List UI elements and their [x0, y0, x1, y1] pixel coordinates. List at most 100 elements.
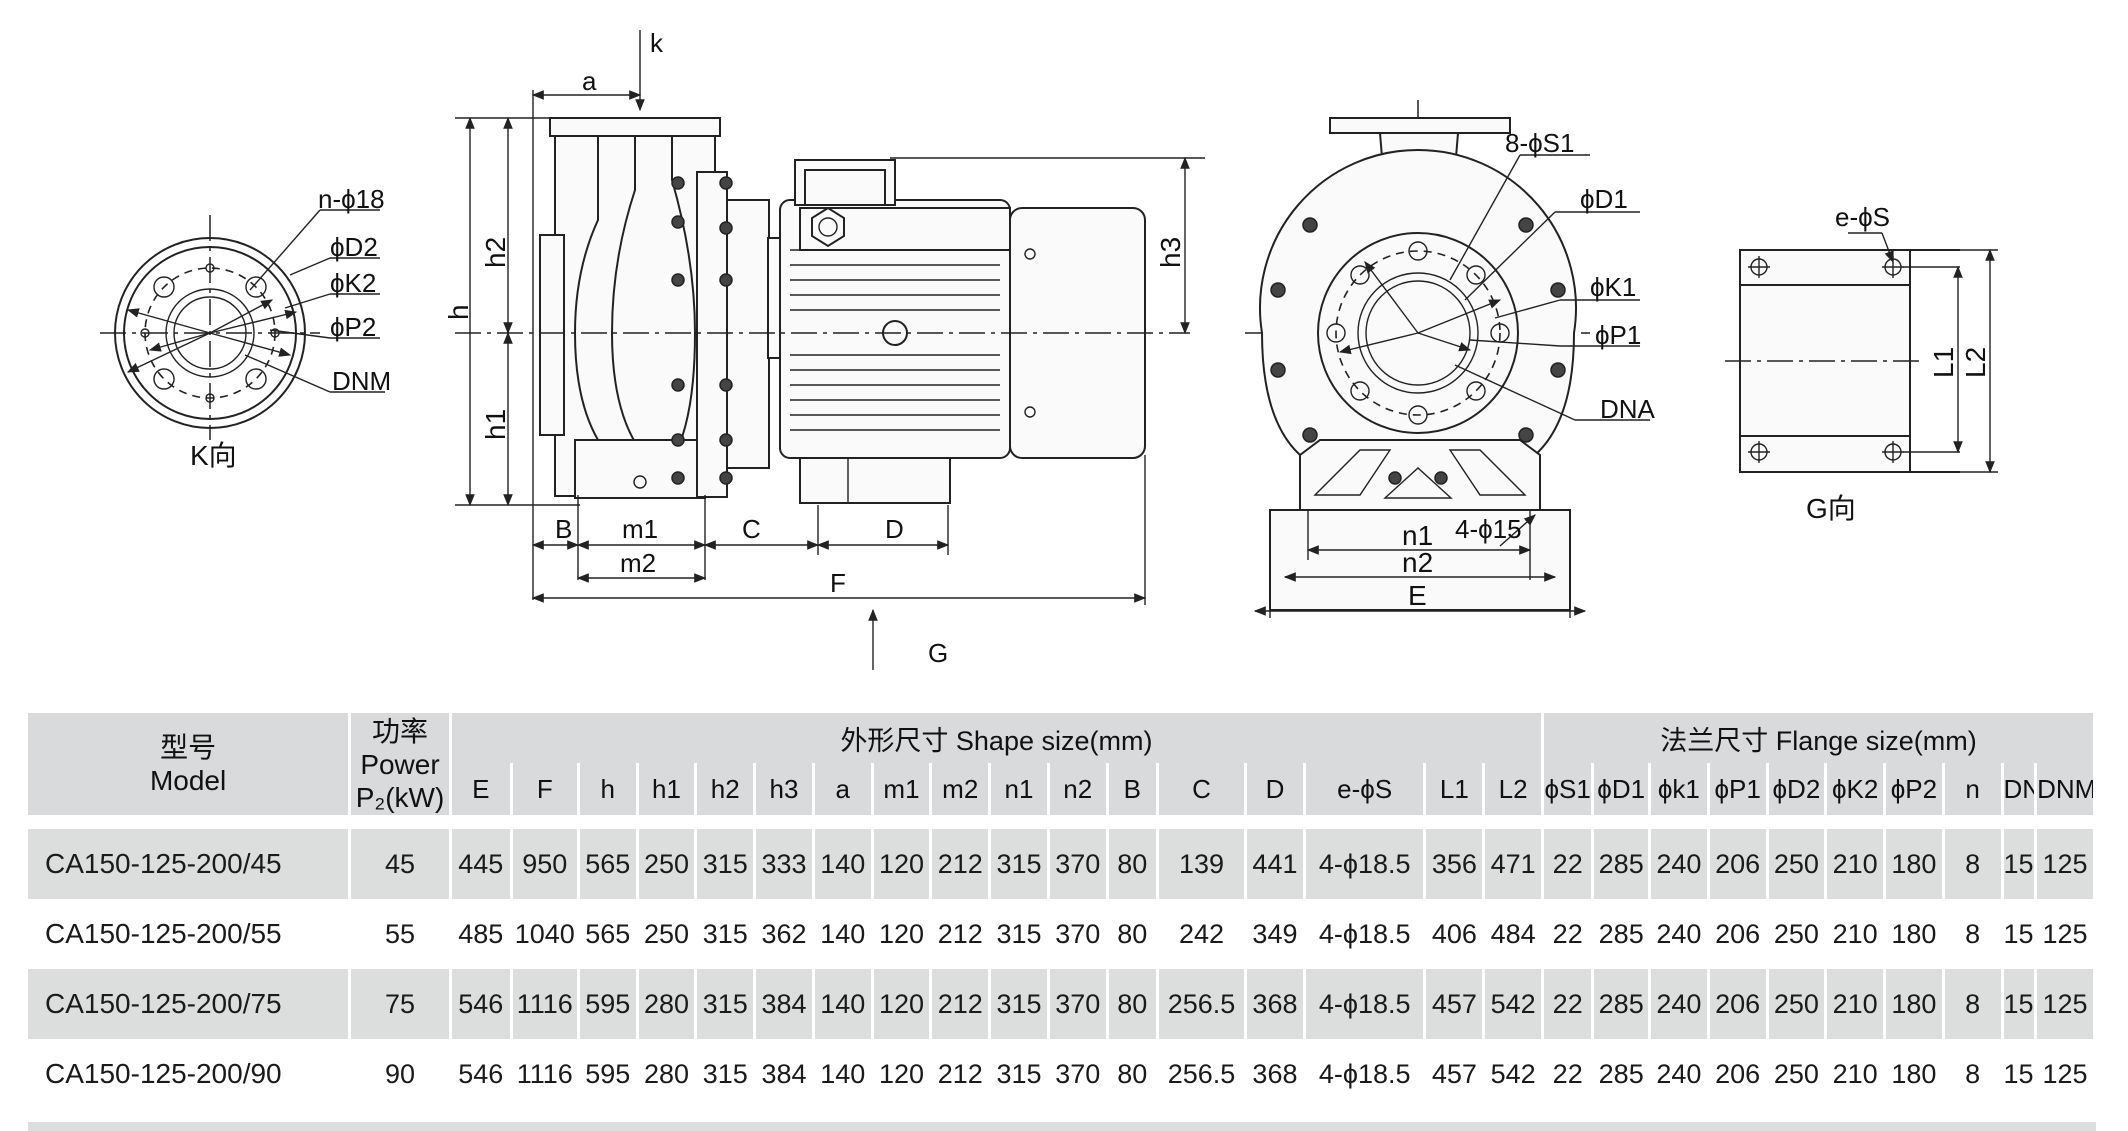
shape-col-header: C [1158, 763, 1248, 815]
front-base [1269, 439, 1571, 611]
flange-col-header: ϕD2 [1768, 763, 1828, 815]
dim-F-label: F [830, 568, 846, 598]
shape-value-cell: 370 [1049, 899, 1109, 969]
shape-value-cell: 212 [932, 969, 992, 1039]
shape-col-header: L1 [1426, 763, 1486, 815]
shape-col-header: D [1247, 763, 1306, 815]
power-header-en: Power [360, 748, 440, 780]
shape-value-cell: 140 [814, 899, 874, 969]
shape-value-cell: 4-ϕ18.5 [1305, 969, 1427, 1039]
pump-casing [539, 117, 721, 499]
shape-value-cell: 546 [451, 1039, 513, 1109]
dimension-spec-table: 型号 Model 功率 Power P₂(kW) 外形尺寸 Shape size… [28, 713, 2096, 1109]
flange-value-cell: 125 [2037, 899, 2096, 969]
flange-value-cell: 180 [1886, 1039, 1945, 1109]
shape-value-cell: 80 [1108, 1039, 1159, 1109]
shape-value-cell: 120 [873, 1039, 933, 1109]
flange-value-cell: 125 [2037, 829, 2096, 899]
flange-value-cell: 240 [1651, 829, 1710, 899]
shape-col-header: F [512, 763, 580, 815]
shape-value-cell: 542 [1485, 969, 1545, 1039]
dim-h3-label: h3 [1155, 237, 1186, 268]
model-cell: CA150-125-200/45 [28, 829, 352, 899]
shape-value-cell: 485 [451, 899, 513, 969]
shape-col-header: h1 [638, 763, 698, 815]
flange-value-cell: 210 [1827, 969, 1887, 1039]
dim-h1-label: h1 [480, 409, 511, 440]
flange-value-cell: 240 [1651, 1039, 1710, 1109]
front-view-dimensions [1253, 154, 1650, 618]
shape-col-header: n1 [991, 763, 1050, 815]
shape-value-cell: 256.5 [1158, 969, 1248, 1039]
shape-value-cell: 242 [1158, 899, 1248, 969]
shape-value-cell: 315 [991, 829, 1050, 899]
flange-value-cell: 210 [1827, 829, 1887, 899]
dim-m1-label: m1 [622, 514, 658, 544]
flange-value-cell: 150 [2003, 899, 2038, 969]
front-s1-label: 8-ϕS1 [1505, 128, 1574, 158]
shape-value-cell: 370 [1049, 1039, 1109, 1109]
flange-value-cell: 210 [1827, 1039, 1887, 1109]
k-k2-label: ϕK2 [330, 268, 376, 298]
shape-value-cell: 140 [814, 1039, 874, 1109]
shape-value-cell: 457 [1426, 969, 1486, 1039]
flange-col-header: ϕP1 [1709, 763, 1769, 815]
shape-value-cell: 457 [1426, 1039, 1486, 1109]
power-cell: 90 [351, 1039, 452, 1109]
flange-value-cell: 250 [1768, 829, 1828, 899]
flange-value-cell: 240 [1651, 899, 1710, 969]
shape-value-cell: 471 [1485, 829, 1545, 899]
flange-value-cell: 180 [1886, 829, 1945, 899]
flange-value-cell: 240 [1651, 969, 1710, 1039]
flange-col-header: ϕD1 [1594, 763, 1652, 815]
front-view: 8-ϕS1 ϕD1 ϕK1 ϕP1 DNA 4-ϕ15 n1 n2 E [1245, 100, 1656, 618]
shape-value-cell: 80 [1108, 829, 1159, 899]
flange-value-cell: 206 [1709, 899, 1769, 969]
flange-value-cell: 22 [1544, 829, 1595, 899]
k-view-title: K向 [190, 440, 237, 471]
flange-value-cell: 150 [2003, 1039, 2038, 1109]
table-next-row-strip [28, 1122, 2096, 1131]
shape-value-cell: 315 [697, 969, 757, 1039]
coupling-flange [671, 171, 770, 498]
shape-value-cell: 315 [697, 1039, 757, 1109]
shape-col-header: n2 [1049, 763, 1109, 815]
pump-dimension-drawing: n-ϕ18 ϕD2 ϕK2 ϕP2 DNM K向 [100, 28, 1998, 670]
flange-col-header: n [1944, 763, 2004, 815]
shape-col-header: B [1108, 763, 1159, 815]
g-view: e-ϕS L1 L2 G向 [1725, 202, 1998, 524]
shape-col-header: E [451, 763, 513, 815]
g-view-dimensions [1848, 232, 1998, 474]
model-header: 型号 Model [28, 713, 352, 815]
power-header: 功率 Power P₂(kW) [351, 713, 452, 815]
shape-value-cell: 4-ϕ18.5 [1305, 1039, 1427, 1109]
flange-value-cell: 180 [1886, 969, 1945, 1039]
flange-value-cell: 285 [1594, 969, 1652, 1039]
shape-value-cell: 356 [1426, 829, 1486, 899]
shape-col-header: e-ϕS [1305, 763, 1427, 815]
flange-value-cell: 250 [1768, 1039, 1828, 1109]
flange-col-header: ϕK2 [1827, 763, 1887, 815]
power-cell: 55 [351, 899, 452, 969]
shape-value-cell: 256.5 [1158, 1039, 1248, 1109]
shape-size-group-header: 外形尺寸 Shape size(mm) [451, 713, 1545, 763]
shape-value-cell: 595 [579, 1039, 639, 1109]
flange-value-cell: 250 [1768, 969, 1828, 1039]
shape-value-cell: 140 [814, 969, 874, 1039]
motor [767, 159, 1146, 504]
flange-value-cell: 210 [1827, 899, 1887, 969]
dim-h-label: h [443, 304, 474, 320]
flange-value-cell: 206 [1709, 829, 1769, 899]
front-n2-label: n2 [1402, 547, 1433, 578]
shape-value-cell: 250 [638, 899, 698, 969]
model-cell: CA150-125-200/90 [28, 1039, 352, 1109]
shape-value-cell: 349 [1247, 899, 1306, 969]
flange-value-cell: 150 [2003, 829, 2038, 899]
flange-value-cell: 206 [1709, 1039, 1769, 1109]
shape-value-cell: 212 [932, 829, 992, 899]
shape-value-cell: 4-ϕ18.5 [1305, 899, 1427, 969]
flange-value-cell: 250 [1768, 899, 1828, 969]
power-cell: 75 [351, 969, 452, 1039]
k-dnm-label: DNM [332, 366, 391, 396]
